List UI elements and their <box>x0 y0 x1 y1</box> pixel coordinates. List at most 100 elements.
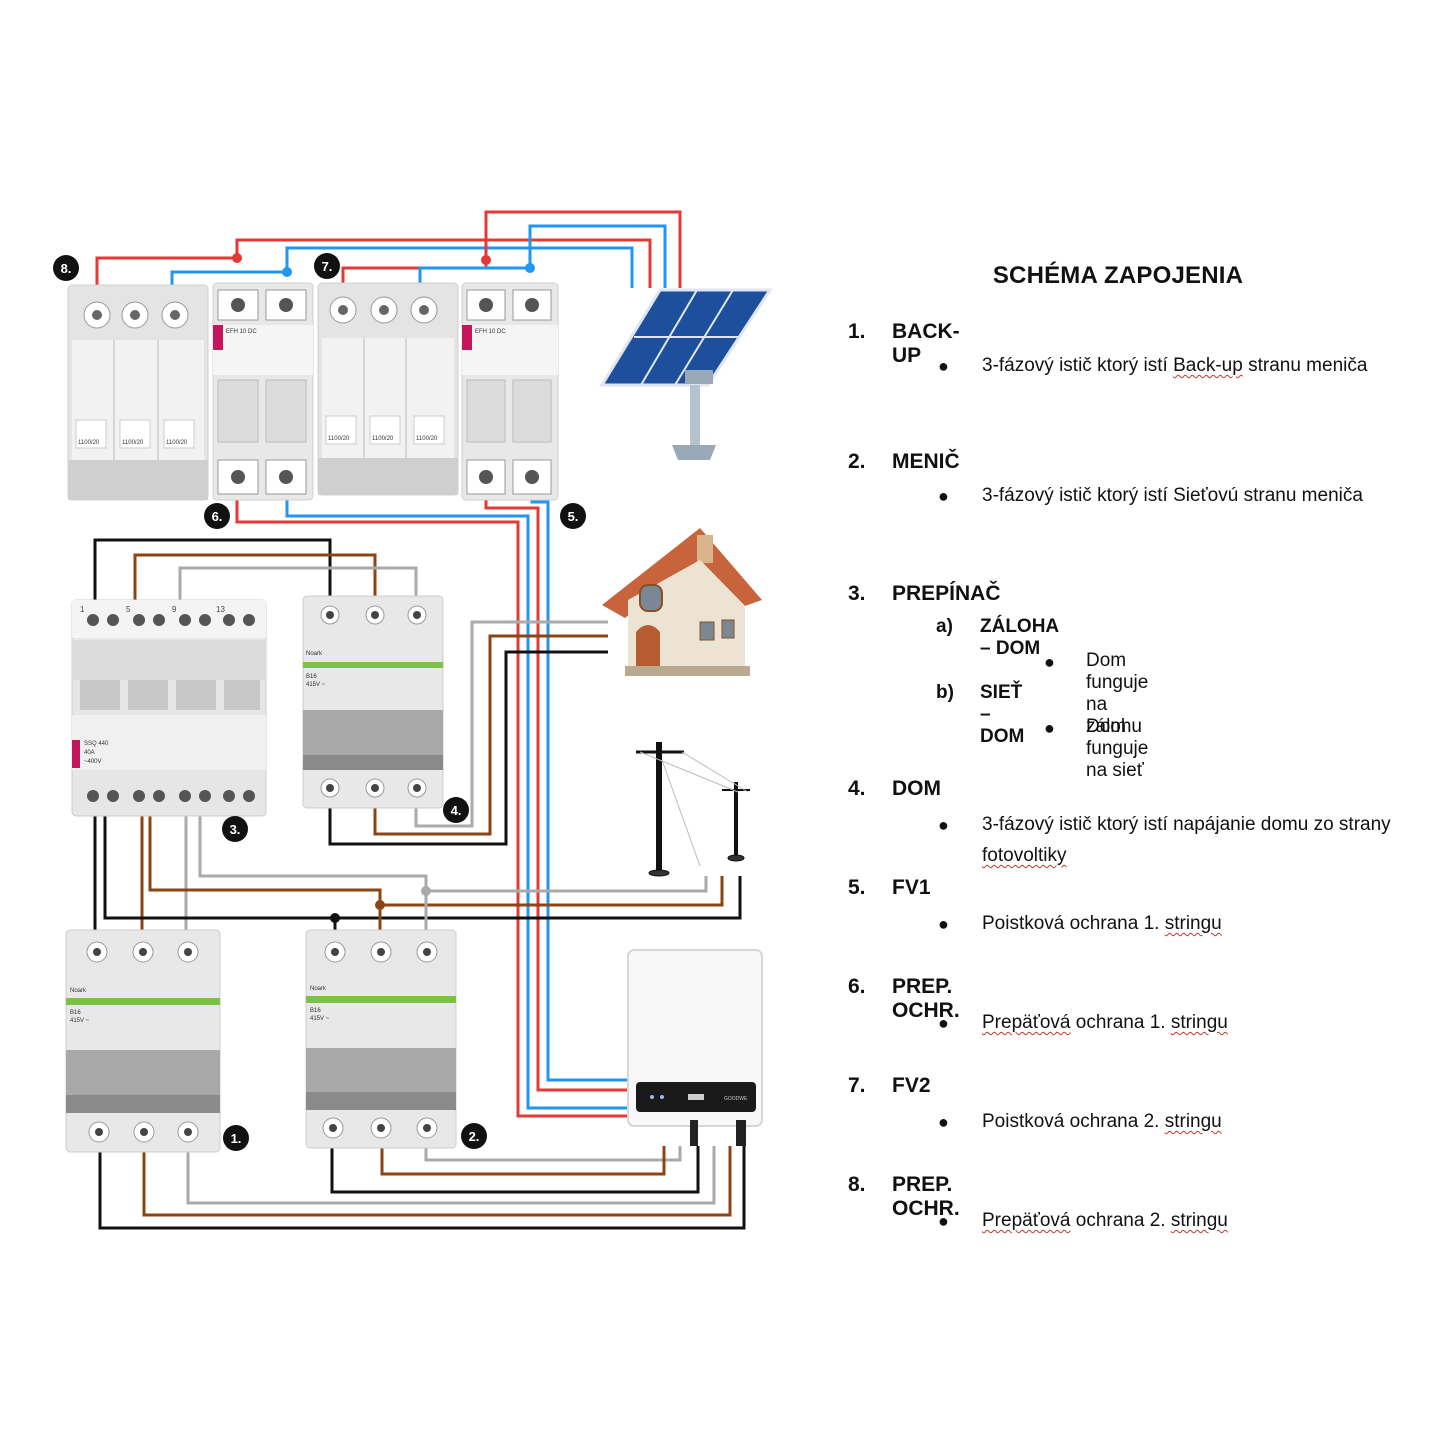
svg-text:13: 13 <box>216 605 225 614</box>
wire-brown-switch-mcb4 <box>133 553 377 605</box>
fuse-holder-6: EFH 10 DC <box>212 282 314 501</box>
badge-1: 1. <box>223 1125 249 1151</box>
svg-text:7.: 7. <box>322 259 333 274</box>
wire-blue-fuse6-inverter <box>285 500 637 1110</box>
svg-text:~400V: ~400V <box>84 759 102 765</box>
item-description: Prepäťová ochrana 2. stringu <box>982 1210 1228 1231</box>
svg-text:1100/20: 1100/20 <box>122 440 144 446</box>
svg-text:1.: 1. <box>231 1131 242 1146</box>
sub-description: Dom funguje na zálohu <box>1086 650 1149 737</box>
wire-brown-mcb2-inverter <box>380 1146 666 1176</box>
item-heading: FV2 <box>892 1074 931 1097</box>
item-number: 5. <box>848 876 866 899</box>
item-number: 3. <box>848 582 866 605</box>
item-number: 7. <box>848 1074 866 1097</box>
svg-text:8.: 8. <box>61 261 72 276</box>
svg-text:GOODWE: GOODWE <box>724 1096 748 1102</box>
bullet-icon: ● <box>938 486 949 506</box>
item-number: 8. <box>848 1173 866 1196</box>
bullet-icon: ● <box>938 356 949 376</box>
svg-text:40A: 40A <box>84 750 95 756</box>
svg-text:B16: B16 <box>310 1008 321 1014</box>
wire-grey-switch-mcb4 <box>178 566 418 605</box>
power-grid-poles-icon <box>636 742 750 877</box>
item-heading: PREP. OCHR. <box>892 1173 960 1220</box>
dc-wires <box>95 210 682 1118</box>
svg-text:1100/20: 1100/20 <box>78 440 100 446</box>
wire-red-spd7 <box>341 210 682 288</box>
item-description: 3-fázový istič ktorý istí Sieťovú stranu… <box>982 485 1363 506</box>
item-description: Prepäťová ochrana 1. stringu <box>982 1012 1228 1033</box>
sub-heading: ZÁLOHA – DOM <box>980 616 1059 659</box>
svg-text:1100/20: 1100/20 <box>328 436 350 442</box>
circuit-breaker-1: Noark B16 415V ~ <box>65 929 221 1153</box>
badge-8: 8. <box>53 255 79 281</box>
ac-junctions <box>330 886 431 923</box>
svg-text:9: 9 <box>172 605 177 614</box>
bullet-icon: ● <box>1044 718 1055 738</box>
wire-grey-house <box>414 620 608 828</box>
inverter-icon: GOODWE <box>627 949 763 1146</box>
svg-text:4.: 4. <box>451 803 462 818</box>
wire-grey-switch-grid <box>198 815 708 893</box>
badge-6: 6. <box>204 503 230 529</box>
svg-text:Noark: Noark <box>70 988 87 994</box>
svg-text:1: 1 <box>80 605 85 614</box>
svg-text:Noark: Noark <box>306 651 323 657</box>
sub-heading: SIEŤ – DOM <box>980 682 1025 747</box>
svg-text:1100/20: 1100/20 <box>372 436 394 442</box>
item-description: Poistková ochrana 2. stringu <box>982 1111 1222 1132</box>
wire-black-mcb1-inverter <box>98 1146 746 1230</box>
bullet-icon: ● <box>938 1112 949 1132</box>
item-number: 6. <box>848 975 866 998</box>
fuse-holder-5: EFH 10 DC <box>461 282 559 501</box>
item-heading: PREPÍNAČ <box>892 582 1001 605</box>
wire-black-mcb2-inverter <box>330 1146 700 1194</box>
wire-grey-mcb1-inverter <box>186 1146 716 1205</box>
svg-text:6.: 6. <box>212 509 223 524</box>
svg-text:415V ~: 415V ~ <box>70 1018 90 1024</box>
svg-text:3.: 3. <box>230 822 241 837</box>
item-heading: MENIČ <box>892 450 960 473</box>
svg-text:1100/20: 1100/20 <box>166 440 188 446</box>
item-number: 2. <box>848 450 866 473</box>
bullet-icon: ● <box>938 1211 949 1231</box>
svg-text:Noark: Noark <box>310 986 327 992</box>
svg-text:EFH 10 DC: EFH 10 DC <box>226 329 257 335</box>
wire-black-switch-grid <box>103 815 742 920</box>
wire-red-fuse6-inverter <box>235 500 637 1118</box>
badge-3: 3. <box>222 816 248 842</box>
solar-panel-icon <box>599 288 773 460</box>
svg-text:415V ~: 415V ~ <box>306 682 326 688</box>
item-number: 1. <box>848 320 866 343</box>
surge-protector-7: 1100/20 1100/20 1100/20 <box>317 282 459 496</box>
wire-red-spd8 <box>95 238 652 288</box>
wire-brown-switch-grid <box>148 815 724 907</box>
bullet-icon: ● <box>938 914 949 934</box>
svg-text:415V ~: 415V ~ <box>310 1016 330 1022</box>
item-heading: DOM <box>892 777 941 800</box>
dc-junctions <box>232 253 535 277</box>
surge-protector-8: 1100/20 1100/20 1100/20 <box>67 284 209 501</box>
wire-grey-mcb2-inverter <box>424 1146 682 1162</box>
circuit-breaker-2: Noark B16 415V ~ <box>305 929 457 1149</box>
wire-brown-mcb1-inverter <box>142 1146 732 1217</box>
svg-text:EFH 10 DC: EFH 10 DC <box>475 329 506 335</box>
item-heading: BACK-UP <box>892 320 960 367</box>
circuit-breaker-4: Noark B16 415V ~ <box>302 595 444 809</box>
badge-4: 4. <box>443 797 469 823</box>
sub-label: a) <box>936 616 953 637</box>
svg-text:1100/20: 1100/20 <box>416 436 438 442</box>
bullet-icon: ● <box>938 1013 949 1033</box>
svg-text:5.: 5. <box>568 509 579 524</box>
item-heading: PREP. OCHR. <box>892 975 960 1022</box>
badge-2: 2. <box>461 1123 487 1149</box>
page-title: SCHÉMA ZAPOJENIA <box>992 262 1244 289</box>
badge-7: 7. <box>314 253 340 279</box>
wire-blue-fuse5-inverter <box>530 500 637 1082</box>
item-description: 3-fázový istič ktorý istí Back-up stranu… <box>982 355 1368 376</box>
wire-black-switch-mcb4 <box>93 538 332 605</box>
badge-5: 5. <box>560 503 586 529</box>
svg-text:SSQ 440: SSQ 440 <box>84 741 109 747</box>
